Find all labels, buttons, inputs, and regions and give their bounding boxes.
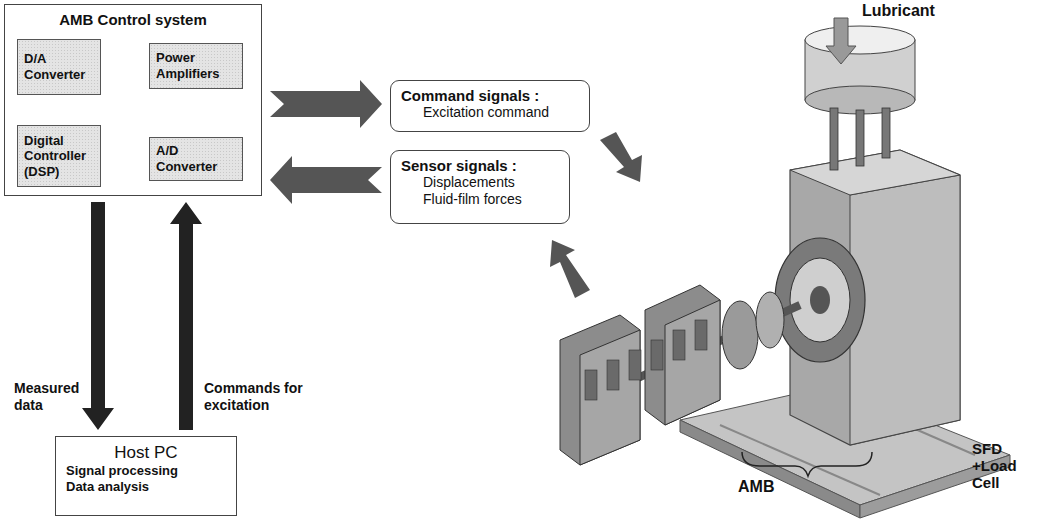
command-to-rig-arrow bbox=[600, 132, 642, 182]
sfd-housing-face bbox=[850, 175, 960, 445]
connector-arrow bbox=[170, 202, 202, 430]
arrow-shape bbox=[270, 80, 382, 128]
part-label: SFD +Load Cell bbox=[972, 440, 1032, 491]
sfd-housing-top bbox=[790, 150, 960, 195]
edge-label: Commands for excitation bbox=[204, 380, 314, 414]
connector-arrow bbox=[82, 202, 114, 430]
amb-stator bbox=[560, 285, 720, 465]
coil bbox=[695, 320, 707, 350]
node-heading: AMB Control system bbox=[5, 11, 261, 28]
converter-box: D/A Converter bbox=[17, 39, 101, 95]
host-pc-box: Host PCSignal processing Data analysis bbox=[55, 436, 237, 516]
connector-arrow bbox=[270, 156, 382, 204]
amplifier-box: Power Amplifiers bbox=[149, 43, 243, 89]
node-heading: D/A Converter bbox=[24, 51, 94, 82]
node-heading: Sensor signals : bbox=[401, 157, 559, 174]
coil bbox=[607, 360, 619, 390]
damper-bore bbox=[775, 238, 865, 362]
edge-label: Measured data bbox=[14, 380, 92, 414]
rotor-disk bbox=[722, 301, 758, 369]
shaft-end bbox=[810, 286, 830, 314]
part-label: AMB bbox=[738, 478, 774, 496]
node-heading: Digital Controller (DSP) bbox=[24, 133, 94, 180]
coil bbox=[673, 330, 685, 360]
reservoir-top bbox=[805, 26, 915, 54]
node-heading: Power Amplifiers bbox=[156, 50, 236, 81]
sfd-housing bbox=[790, 150, 960, 445]
oil-pipe bbox=[882, 108, 890, 158]
signal-box: Command signals :Excitation command bbox=[390, 80, 590, 132]
coil bbox=[651, 340, 663, 370]
amb-coils bbox=[585, 320, 707, 400]
amb-bracket bbox=[742, 452, 872, 476]
rig-to-sensor-arrow bbox=[550, 240, 590, 298]
converter-box: A/D Converter bbox=[149, 137, 243, 181]
oil-pipe bbox=[830, 108, 838, 170]
connector-arrow bbox=[270, 80, 382, 128]
coil bbox=[585, 370, 597, 400]
node-body: Excitation command bbox=[401, 104, 579, 120]
oil-pipe bbox=[856, 110, 864, 166]
node-heading: A/D Converter bbox=[156, 143, 236, 174]
node-body: Displacements Fluid-film forces bbox=[401, 174, 543, 208]
controller-box: Digital Controller (DSP) bbox=[17, 125, 101, 187]
coil bbox=[629, 350, 641, 380]
arrow-shape bbox=[82, 202, 114, 430]
arrow-shape bbox=[170, 202, 202, 430]
lubricant-arrow bbox=[826, 18, 856, 64]
part-label: Lubricant bbox=[862, 2, 935, 20]
rotor-disk bbox=[756, 292, 784, 348]
node-heading: Command signals : bbox=[401, 87, 579, 104]
node-heading: Host PC bbox=[66, 443, 226, 463]
node-body: Signal processing Data analysis bbox=[66, 463, 196, 494]
damper-journal bbox=[790, 258, 850, 342]
control-system-box: AMB Control systemD/A Converter Power Amp… bbox=[4, 4, 262, 196]
arrow-shape bbox=[270, 156, 382, 204]
signal-box: Sensor signals :Displacements Fluid-film… bbox=[390, 150, 570, 224]
